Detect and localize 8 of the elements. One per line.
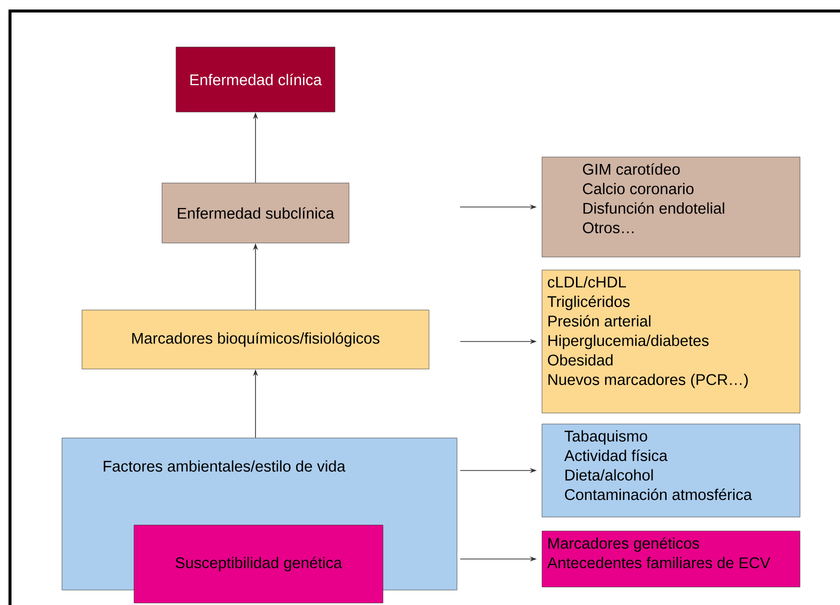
process-box: Marcadores bioquímicos/fisiológicos (82, 310, 430, 370)
list-box: Tabaquismo Actividad física Dieta/alcohol Contaminación atmosférica (542, 424, 800, 518)
list-box: cLDL/cHDL Triglicéridos Presión arterial Hiperglucemia/diabetes Obesidad Nuevos marcadores (PCR…) (542, 270, 800, 414)
process-box: Enfermedad subclínica (162, 182, 350, 244)
process-box: Enfermedad clínica (176, 46, 336, 112)
process-box: Susceptibilidad genética (134, 524, 384, 604)
list-box: GIM carotídeo Calcio coronario Disfunción endotelial Otros… (542, 156, 800, 258)
list-box: Marcadores genéticos Antecedentes familiares de ECV (542, 530, 800, 588)
